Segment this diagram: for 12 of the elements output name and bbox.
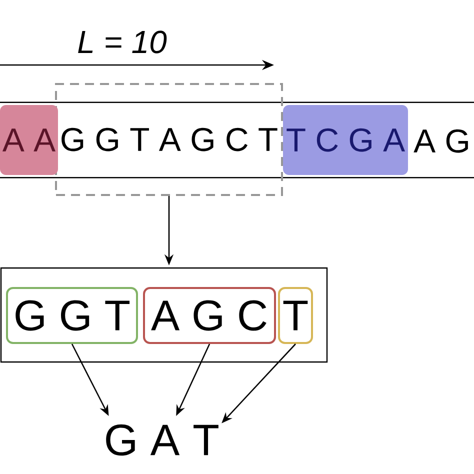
highlight-box: T C G A xyxy=(283,105,408,175)
base-letter: G xyxy=(106,424,135,456)
strand-band xyxy=(0,102,474,178)
sliding-window: G G T A G C T xyxy=(55,83,283,196)
base-letter: A xyxy=(150,424,180,456)
codon-box: T xyxy=(278,287,313,344)
highlight-box: A A xyxy=(0,105,58,175)
codon-frame xyxy=(0,267,328,363)
codon-box: A G C xyxy=(143,287,276,344)
codon-box: G G T xyxy=(6,287,138,344)
length-label: L = 10 xyxy=(78,30,167,54)
base-letter: T xyxy=(194,424,218,456)
